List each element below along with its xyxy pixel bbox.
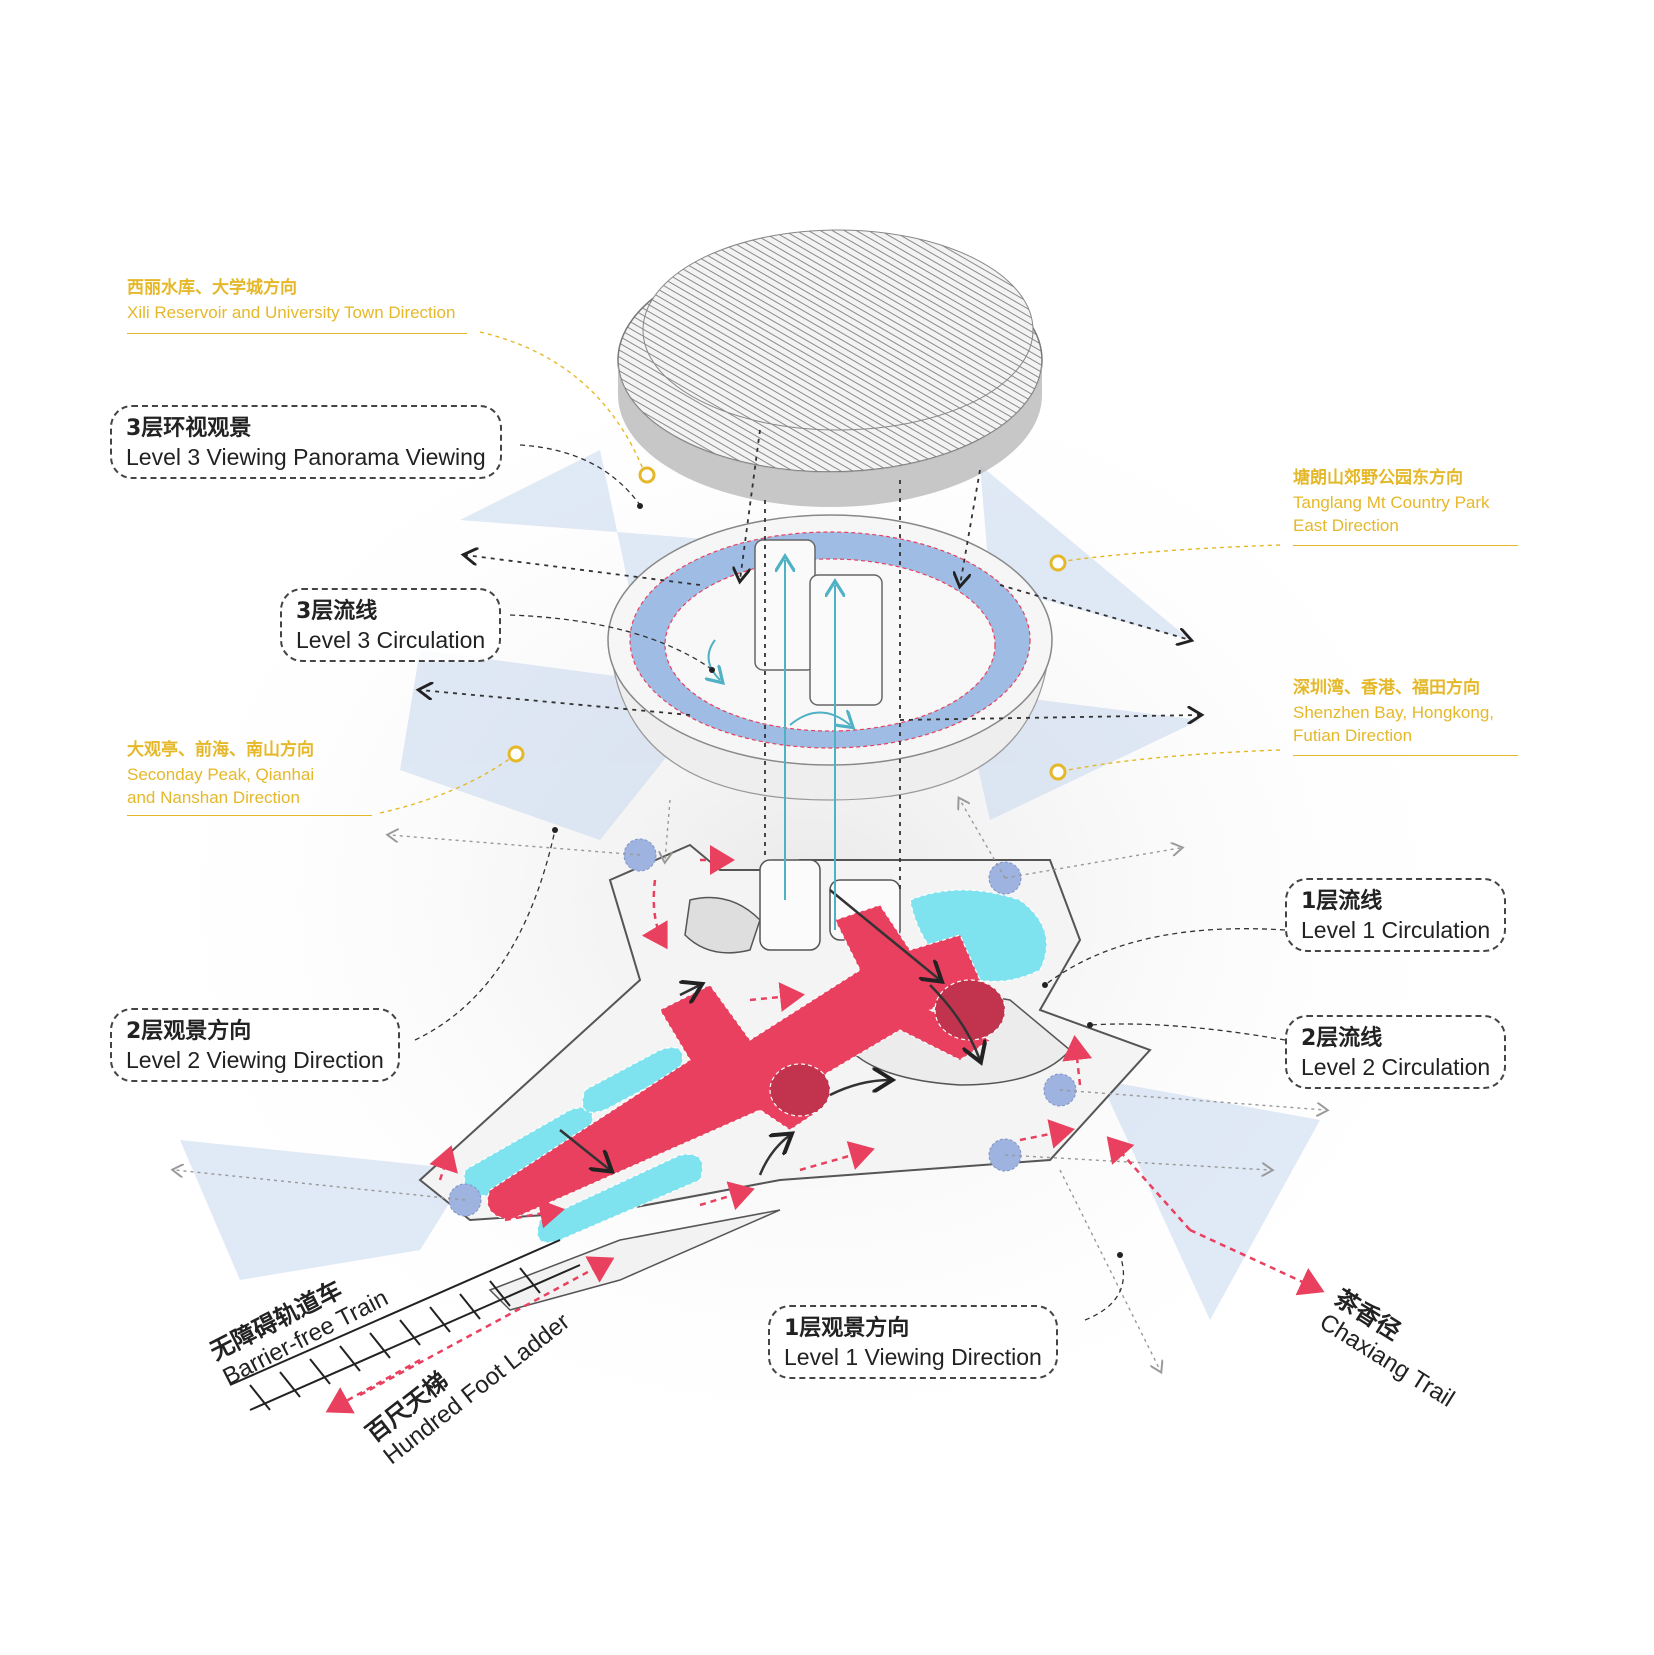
label-level3-viewing-en: Level 3 Viewing Panorama Viewing — [126, 444, 486, 470]
direction-daguan-rule — [127, 815, 372, 816]
direction-shenzhen-cn: 深圳湾、香港、福田方向 — [1293, 678, 1480, 698]
label-level2-circulation: 2层流线 Level 2 Circulation — [1285, 1015, 1507, 1089]
direction-tanglang: 塘朗山郊野公园东方向 Tanglang Mt Country Park East… — [1293, 465, 1553, 546]
viewing-direction-arrows — [559, 889, 980, 1176]
direction-leaders — [379, 331, 1281, 814]
direction-xili-rule — [127, 333, 467, 334]
label-level2-circulation-cn: 2层流线 — [1301, 1026, 1383, 1051]
direction-tanglang-en1: Tanglang Mt Country Park — [1293, 493, 1490, 512]
level1-view-lines — [175, 800, 1325, 1370]
direction-tanglang-en2: East Direction — [1293, 516, 1399, 535]
label-level2-circulation-en: Level 2 Circulation — [1301, 1054, 1491, 1080]
direction-markers — [507, 466, 1067, 781]
label-level3-circulation-cn: 3层流线 — [296, 599, 378, 624]
direction-tanglang-cn: 塘朗山郊野公园东方向 — [1293, 468, 1463, 488]
label-level1-viewing-cn: 1层观景方向 — [784, 1316, 910, 1341]
label-level1-circulation: 1层流线 Level 1 Circulation — [1285, 878, 1507, 952]
label-level1-viewing-en: Level 1 Viewing Direction — [784, 1344, 1042, 1370]
direction-xili: 西丽水库、大学城方向 Xili Reservoir and University… — [127, 275, 507, 334]
label-level1-viewing: 1层观景方向 Level 1 Viewing Direction — [768, 1305, 1058, 1379]
projection-lines — [420, 429, 1200, 890]
external-paths — [325, 1136, 1325, 1414]
label-level1-circulation-cn: 1层流线 — [1301, 889, 1383, 914]
direction-shenzhen-en2: Futian Direction — [1293, 726, 1413, 745]
direction-shenzhen-rule — [1293, 755, 1518, 756]
stair-core-b — [809, 574, 883, 706]
label-level1-circulation-en: Level 1 Circulation — [1301, 917, 1491, 943]
level3-platform — [607, 514, 1053, 801]
direction-daguan-en2: and Nanshan Direction — [127, 788, 300, 807]
direction-xili-cn: 西丽水库、大学城方向 — [127, 278, 297, 298]
label-level3-circulation-en: Level 3 Circulation — [296, 627, 486, 653]
base-core-a — [759, 859, 821, 951]
label-level2-viewing-cn: 2层观景方向 — [126, 1019, 252, 1044]
label-level2-viewing-en: Level 2 Viewing Direction — [126, 1047, 384, 1073]
label-leaders — [414, 444, 1286, 1321]
level2-circulation-arrows — [429, 845, 1093, 1229]
label-leader-dots — [552, 503, 1123, 1258]
label-level3-viewing-cn: 3层环视观景 — [126, 416, 252, 441]
direction-daguan-cn: 大观亭、前海、南山方向 — [127, 740, 314, 760]
direction-tanglang-rule — [1293, 545, 1518, 546]
direction-xili-en: Xili Reservoir and University Town Direc… — [127, 303, 456, 322]
vertical-circulation — [709, 560, 850, 930]
label-level3-circulation: 3层流线 Level 3 Circulation — [280, 588, 502, 662]
label-level2-viewing: 2层观景方向 Level 2 Viewing Direction — [110, 1008, 400, 1082]
roof-disc — [617, 229, 1043, 507]
label-level3-viewing: 3层环视观景 Level 3 Viewing Panorama Viewing — [110, 405, 502, 479]
train-track — [229, 1239, 581, 1411]
direction-shenzhen: 深圳湾、香港、福田方向 Shenzhen Bay, Hongkong, Futi… — [1293, 675, 1553, 756]
direction-daguan: 大观亭、前海、南山方向 Seconday Peak, Qianhai and N… — [127, 737, 387, 816]
direction-daguan-en1: Seconday Peak, Qianhai — [127, 765, 315, 784]
direction-shenzhen-en1: Shenzhen Bay, Hongkong, — [1293, 703, 1494, 722]
